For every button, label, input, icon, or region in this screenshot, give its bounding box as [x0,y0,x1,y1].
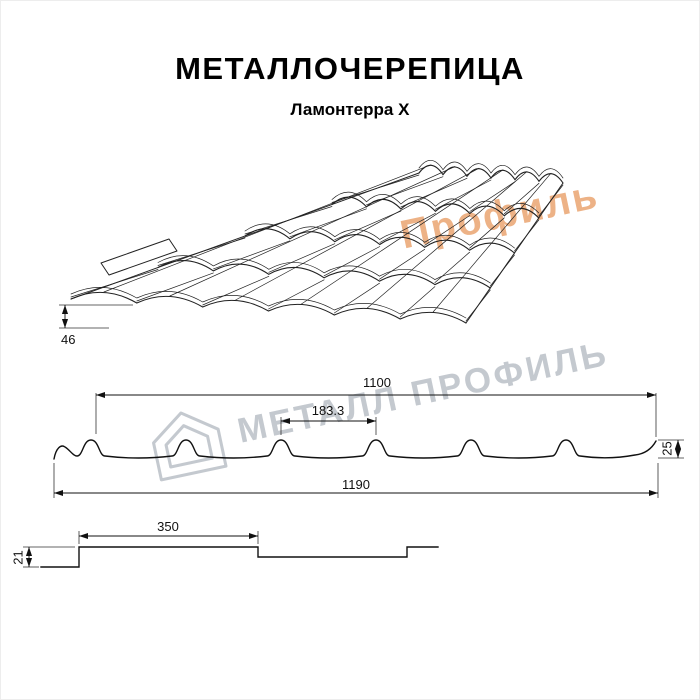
cross-section-view [53,391,684,498]
cross-section-profile-path [53,439,657,460]
step-profile-view [23,531,439,568]
page-subtitle: Ламонтерра X [290,100,410,119]
dim-step-height-label: 21 [10,550,26,565]
dim-overall-width-label: 1190 [342,477,370,492]
step-profile-path [40,546,439,568]
dim-module-length-label: 350 [157,519,179,534]
dim-eave-step-label: 46 [61,332,76,347]
dim-eave-step-lines [59,304,133,329]
dim-wave-pitch-label: 183.3 [311,403,345,418]
page-title: МЕТАЛЛОЧЕРЕПИЦА [175,51,525,86]
dim-useful-width-label: 1100 [363,375,391,390]
perspective-view [70,159,564,324]
dim-profile-height-label: 25 [659,441,675,456]
